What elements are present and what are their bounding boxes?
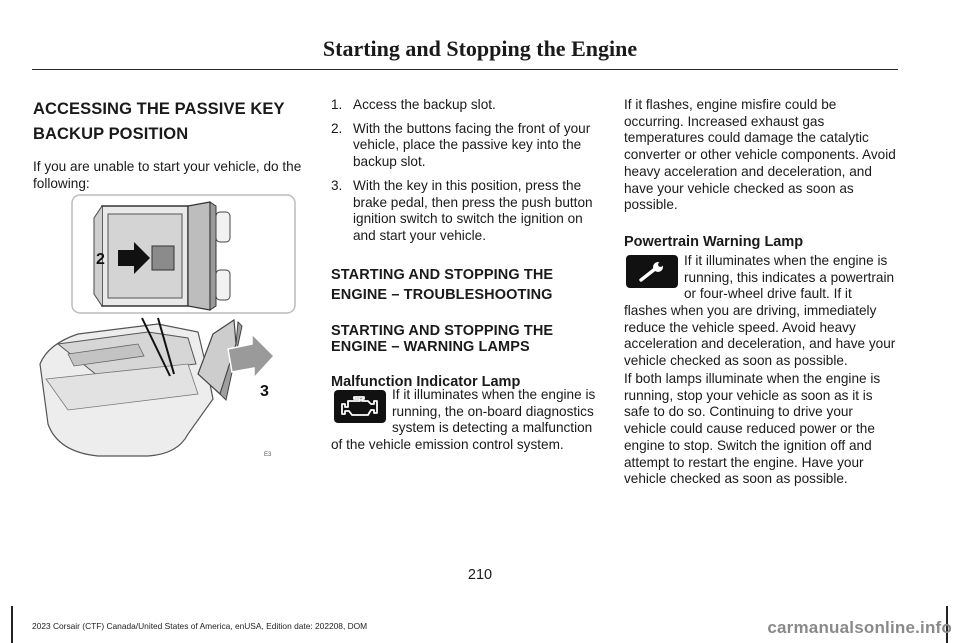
mil-description-cont: of the vehicle emission control system. [331, 437, 564, 452]
page-title: Starting and Stopping the Engine [322, 36, 638, 61]
header-rule [32, 69, 898, 70]
right-column: If it flashes, engine misfire could be o… [624, 97, 896, 250]
crop-mark [11, 606, 13, 643]
mil-description: If it illuminates when the engine is run… [392, 387, 596, 436]
intro-text: If you are unable to start your vehicle,… [33, 159, 302, 191]
list-item: 3. With the key in this position, press … [331, 177, 593, 243]
edition-footer: 2023 Corsair (CTF) Canada/United States … [32, 621, 368, 631]
backup-slot-figure: 2 3 E3 [38, 194, 303, 460]
crop-mark [946, 606, 948, 643]
powertrain-description: If it illuminates when the engine is run… [684, 253, 895, 302]
left-column: ACCESSING THE PASSIVE KEY BACKUP POSITIO… [33, 97, 303, 192]
backup-steps-list: 1. Access the backup slot. 2. With the b… [331, 97, 601, 245]
callout-3: 3 [260, 383, 269, 400]
wrench-icon [626, 255, 678, 288]
figure-code: E3 [264, 452, 272, 458]
mil-heading: Malfunction Indicator Lamp [331, 373, 521, 390]
watermark-text: carmanualsonline.info [767, 618, 952, 637]
list-item: 1. Access the backup slot. [331, 97, 496, 112]
section-heading-passive-key: ACCESSING THE PASSIVE KEY BACKUP POSITIO… [33, 100, 285, 143]
engine-icon [334, 390, 386, 423]
console-illustration: 2 3 E3 [39, 194, 296, 458]
page-number: 210 [467, 567, 493, 583]
section-heading-troubleshooting: STARTING AND STOPPING THE ENGINE – TROUB… [331, 266, 554, 303]
section-heading-warning-lamps: STARTING AND STOPPING THE ENGINE – WARNI… [331, 322, 554, 355]
list-item: 2. With the buttons facing the front of … [331, 120, 591, 170]
powertrain-description-cont: flashes when you are driving, immediatel… [624, 303, 896, 369]
middle-column: 1. Access the backup slot. 2. With the b… [331, 97, 601, 390]
callout-2: 2 [96, 251, 105, 268]
powertrain-heading: Powertrain Warning Lamp [624, 233, 804, 250]
misfire-text: If it flashes, engine misfire could be o… [624, 97, 896, 213]
both-lamps-text: If both lamps illuminate when the engine… [624, 371, 881, 487]
